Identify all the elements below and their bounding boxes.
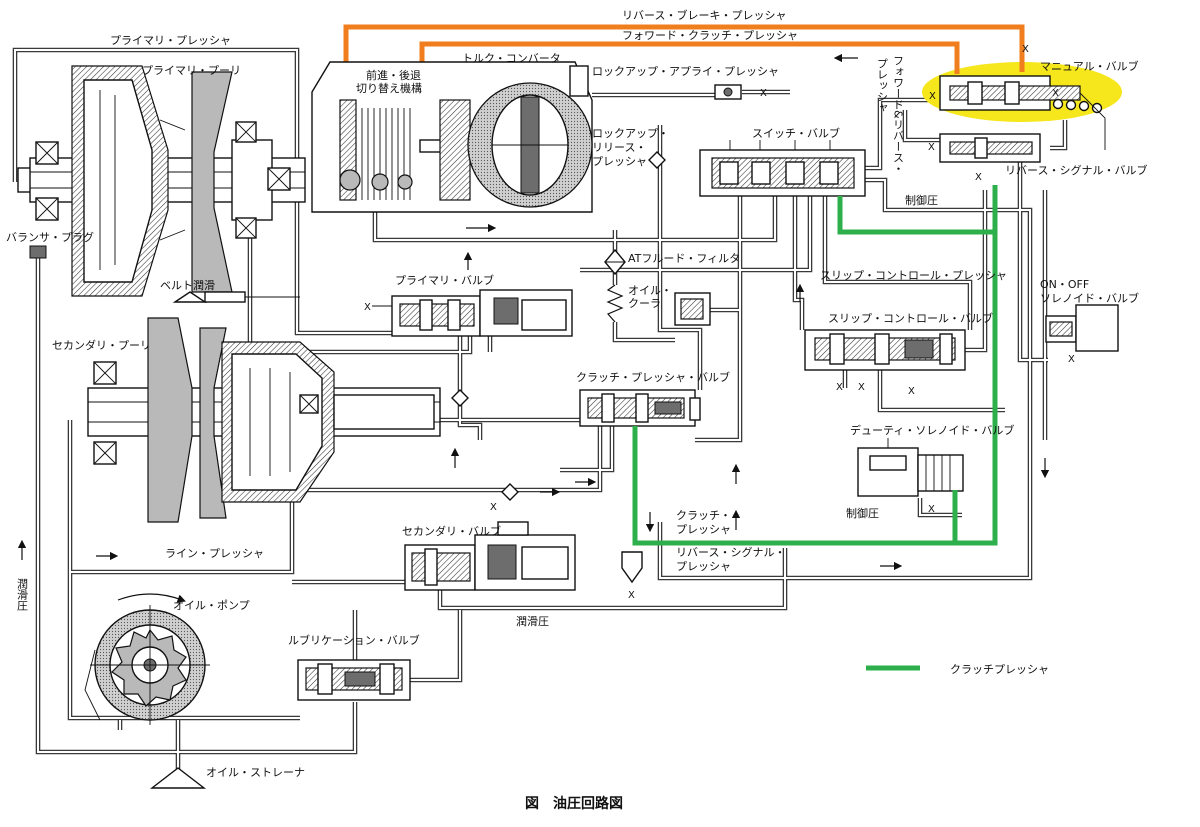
control-pressure-top-label: 制御圧 xyxy=(905,193,938,207)
clutch-pressure-label-1: クラッチ・ xyxy=(676,509,731,522)
drain-x-mark: X xyxy=(928,142,935,153)
flow-arrows xyxy=(17,53,1050,571)
fwd-rev-mechanism-label-1: 前進・後退 xyxy=(366,68,421,82)
lockup-release-label-3: プレッシャ xyxy=(592,155,647,168)
clutch-pressure-line-2 xyxy=(632,185,998,546)
at-fluid-filter-label: ATフルード・フィルタ xyxy=(628,252,740,265)
oil-cooler-label-1: オイル・ xyxy=(628,284,672,297)
onoff-solenoid-label-1: ON・OFF xyxy=(1040,278,1089,291)
secondary-valve-label: セカンダリ・バルブ xyxy=(402,524,501,538)
drain-x-mark: X xyxy=(760,88,767,99)
balancer-plug-label: バランサ・プラグ xyxy=(6,230,94,244)
manual-valve-label: マニュアル・バルブ xyxy=(1040,59,1139,73)
duty-solenoid-valve-label: デューティ・ソレノイド・バルブ xyxy=(850,423,1014,437)
diamond-filter-symbol xyxy=(501,483,519,501)
clutch-pressure-valve xyxy=(579,389,701,427)
torque-converter-label: トルク・コンバータ xyxy=(462,52,561,65)
diamond-filter-symbol xyxy=(451,389,469,407)
onoff-solenoid-label-2: ソレノイド・バルブ xyxy=(1040,291,1139,305)
primary-bearing-2 xyxy=(35,197,59,221)
labels: プライマリ・プレッシャ プライマリ・プーリ バランサ・プラグ ベルト潤滑 セカン… xyxy=(6,8,1147,779)
belt-lubrication-label: ベルト潤滑 xyxy=(160,279,215,292)
clutch-pressure-label-2: プレッシャ xyxy=(676,523,731,536)
on-off-solenoid-valve xyxy=(1045,304,1119,352)
manual-valve xyxy=(939,75,1106,150)
primary-pulley xyxy=(17,65,306,297)
cooler-relief-valve xyxy=(674,292,711,326)
lockup-release-label-2: リリース・ xyxy=(592,141,646,154)
drain-x-mark: X xyxy=(858,382,865,393)
belt-lubrication-nozzle xyxy=(172,291,300,303)
reverse-signal-valve-label: リバース・シグナル・バルブ xyxy=(1005,163,1147,177)
balancer-plug xyxy=(29,245,47,259)
reverse-signal-pressure-label-2: プレッシャ xyxy=(676,560,731,573)
secondary-bearing-2 xyxy=(93,441,117,465)
lubrication-pressure-bottom-label: 潤滑圧 xyxy=(516,615,549,628)
drain-x-mark: X xyxy=(490,502,497,513)
fwd-rev-pressure-label-2: プレッシャ xyxy=(876,58,889,113)
torque-converter-assembly xyxy=(311,61,593,213)
oil-cooler-icon xyxy=(606,284,624,323)
duty-solenoid-valve xyxy=(857,438,964,497)
clutch-pressure-valve-label: クラッチ・プレッシャ・バルブ xyxy=(576,370,730,384)
slip-control-pressure-label: スリップ・コントロール・プレッシャ xyxy=(820,269,1007,282)
control-pressure-bottom-label: 制御圧 xyxy=(846,506,879,520)
primary-bearing-1 xyxy=(35,141,59,165)
primary-bearing-3 xyxy=(235,121,257,143)
slip-control-valve xyxy=(804,329,966,371)
legend-label: クラッチプレッシャ xyxy=(950,663,1049,676)
figure-caption: 図 油圧回路図 xyxy=(525,795,623,812)
switch-valve-label: スイッチ・バルブ xyxy=(752,126,840,140)
torque-converter xyxy=(467,82,593,208)
lubrication-valve-label: ルブリケーション・バルブ xyxy=(288,633,420,647)
reverse-signal-pressure-label-1: リバース・シグナル・ xyxy=(676,545,785,559)
primary-valve-label: プライマリ・バルブ xyxy=(395,273,494,287)
legend: クラッチプレッシャ xyxy=(866,663,1049,676)
secondary-bearing-1 xyxy=(93,361,117,385)
lubrication-pressure-left-label: 潤滑圧 xyxy=(16,578,29,612)
drain-x-mark: X xyxy=(1022,44,1029,55)
diamond-filter-symbol xyxy=(648,151,666,169)
secondary-pulley xyxy=(87,317,441,523)
reverse-signal-valve xyxy=(939,133,1041,163)
primary-valve xyxy=(372,289,573,337)
lockup-release-label-1: ロックアップ・ xyxy=(592,127,669,140)
slip-control-valve-label: スリップ・コントロール・バルブ xyxy=(828,311,993,325)
switch-valve xyxy=(699,140,866,197)
oil-pump xyxy=(84,593,210,725)
drain-x-mark: X xyxy=(975,172,982,183)
lubrication-valve xyxy=(297,659,411,701)
oil-pump-label: オイル・ポンプ xyxy=(173,599,250,612)
primary-bearing-4 xyxy=(235,217,257,239)
drain-x-mark: X xyxy=(908,386,915,397)
line-pressure-label: ライン・プレッシャ xyxy=(165,547,264,560)
secondary-pulley-label: セカンダリ・プーリ xyxy=(52,338,151,352)
clutch-pressure-line-1 xyxy=(837,196,995,235)
fwd-rev-mechanism-label-2: 切り替え機構 xyxy=(356,81,422,95)
oil-cooler-label-2: クーラ xyxy=(628,297,661,310)
forward-clutch-pressure-label: フォワード・クラッチ・プレッシャ xyxy=(622,29,798,42)
lockup-apply-pressure-label: ロックアップ・アプライ・プレッシャ xyxy=(592,65,779,78)
fwd-rev-pressure-label-1: フォワード&リバース・ xyxy=(892,55,905,174)
drain-x-mark: X xyxy=(364,302,371,313)
primary-bearing-5 xyxy=(267,167,291,191)
drain-x-mark: X xyxy=(928,504,935,515)
reverse-brake-pressure-label: リバース・ブレーキ・プレッシャ xyxy=(622,8,786,22)
drain-x-mark: X xyxy=(628,590,635,601)
lockup-apply-valve xyxy=(714,84,742,100)
oil-strainer-label: オイル・ストレーナ xyxy=(206,766,305,779)
drain-marks: X X X X X X X X X X X X X X xyxy=(364,44,1075,601)
drain-x-mark: X xyxy=(1052,88,1059,99)
drain-x-mark: X xyxy=(1068,354,1075,365)
drain-x-mark: X xyxy=(929,91,936,102)
oil-strainer-icon xyxy=(149,767,207,789)
secondary-bearing-3 xyxy=(299,394,319,414)
secondary-valve xyxy=(404,521,576,591)
drain-x-mark: X xyxy=(836,382,843,393)
primary-pressure-label: プライマリ・プレッシャ xyxy=(110,34,231,47)
primary-pulley-label: プライマリ・プーリ xyxy=(142,64,241,77)
clutch-drain-icon xyxy=(621,551,643,584)
